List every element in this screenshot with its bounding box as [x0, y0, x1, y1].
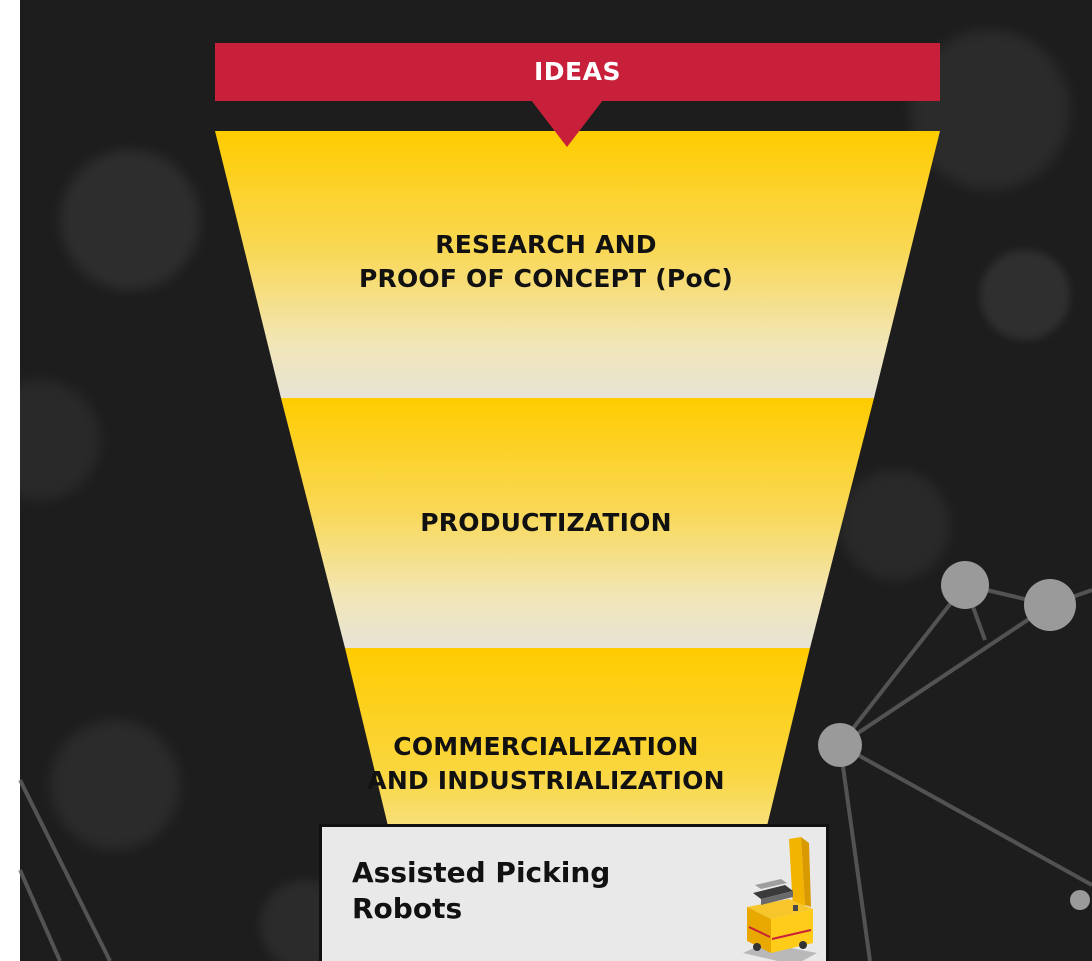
bokeh-light — [980, 250, 1070, 340]
ideas-pointer-arrow — [531, 100, 603, 147]
stage-label-line: PRODUCTIZATION — [420, 508, 672, 537]
stage-label-line: PROOF OF CONCEPT (PoC) — [358, 264, 734, 293]
network-node — [1070, 890, 1090, 910]
example-card: Assisted Picking Robots — [319, 824, 829, 961]
funnel-stage-productization — [281, 398, 874, 648]
network-node — [1024, 579, 1076, 631]
stage-label-research: RESEARCH AND PROOF OF CONCEPT (PoC) — [0, 228, 1092, 296]
stage-label-productization: PRODUCTIZATION — [0, 506, 1092, 540]
example-label-line: Robots — [352, 892, 463, 925]
ideas-banner — [215, 43, 940, 101]
stage-label-line: COMMERCIALIZATION — [393, 732, 699, 761]
assisted-picking-robot-icon — [743, 837, 817, 961]
network-node — [818, 723, 862, 767]
stage-label-commercialization: COMMERCIALIZATION AND INDUSTRIALIZATION — [0, 730, 1092, 798]
stage-label-line: AND INDUSTRIALIZATION — [367, 766, 725, 795]
stage-label-line: RESEARCH AND — [435, 230, 657, 259]
example-label-line: Assisted Picking — [352, 856, 611, 889]
bokeh-light — [60, 150, 200, 290]
network-node — [941, 561, 989, 609]
example-label: Assisted Picking Robots — [352, 855, 682, 927]
bokeh-light — [50, 720, 180, 850]
funnel-stage-research — [215, 131, 940, 398]
bokeh-light — [840, 470, 950, 580]
funnel-stage-commercialization — [345, 648, 810, 826]
ideas-label: IDEAS — [534, 57, 621, 86]
